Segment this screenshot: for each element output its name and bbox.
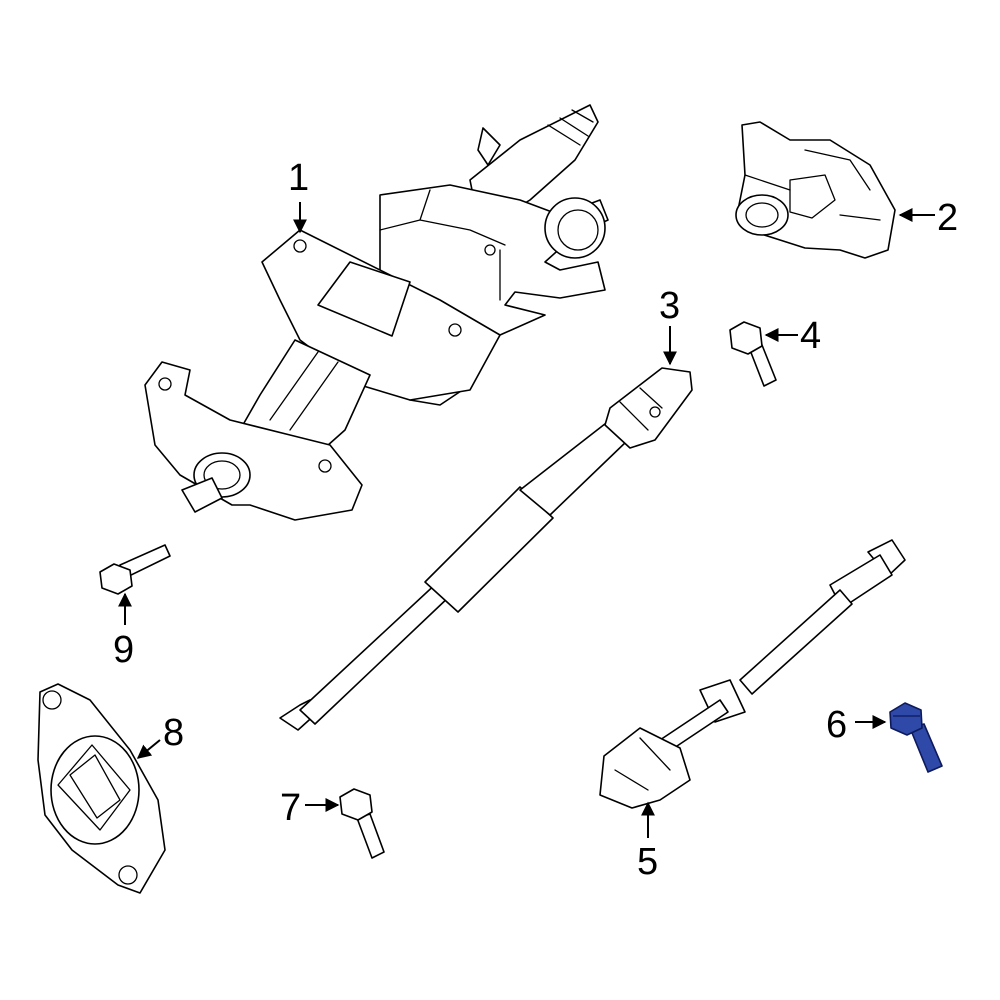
column-cover-bracket[interactable] [735,121,896,259]
upper-intermediate-shaft[interactable] [279,367,693,731]
callout-2-label: 2 [937,197,958,239]
callout-8-label: 8 [163,712,184,754]
bolt-4[interactable] [729,321,777,387]
callout-4-label: 4 [800,315,821,357]
callout-9-label: 9 [113,629,134,671]
bolt-7[interactable] [339,788,385,859]
callout-5-label: 5 [637,841,658,883]
steering-column-assembly[interactable] [144,104,609,521]
dash-seal-plate[interactable] [37,683,166,894]
bolt-9[interactable] [99,544,171,595]
callout-1-label: 1 [288,157,309,199]
callout-3-label: 3 [659,285,680,327]
callout-8-leader [136,739,161,759]
lower-intermediate-shaft[interactable] [599,539,906,809]
bolt-6-highlighted[interactable] [889,702,943,773]
callout-7-label: 7 [280,787,301,829]
callout-6-label: 6 [826,704,847,746]
